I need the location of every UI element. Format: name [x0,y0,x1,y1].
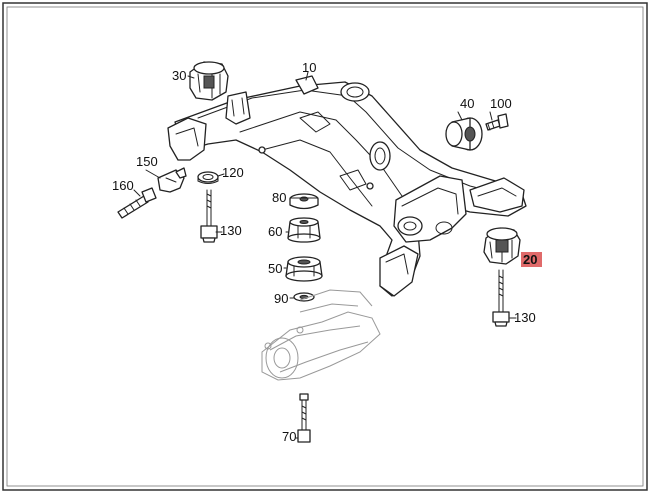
label-90: 90 [274,291,288,306]
inner-border [6,6,644,487]
outer-border [2,2,648,491]
label-10: 10 [302,60,316,75]
label-50: 50 [268,261,282,276]
label-120: 120 [222,165,244,180]
label-130-left: 130 [220,223,242,238]
label-160: 160 [112,178,134,193]
washer-80[interactable] [289,193,319,210]
bushing-60[interactable] [287,217,321,243]
bolt-160[interactable] [117,187,157,219]
bolt-100[interactable] [485,113,509,131]
bushing-50[interactable] [285,256,323,282]
label-70: 70 [282,429,296,444]
bracket-150[interactable] [157,167,187,193]
bushing-40[interactable] [445,117,483,151]
axle-assembly [261,289,381,381]
bolt-130-left[interactable] [200,189,218,243]
callout-labels: 10 20 30 40 50 60 70 80 90 100 120 130 1… [112,60,542,444]
label-100: 100 [490,96,512,111]
mount-20[interactable] [483,227,521,265]
label-20: 20 [523,252,537,267]
label-130-right: 130 [514,310,536,325]
label-40: 40 [460,96,474,111]
mount-30[interactable] [189,61,229,101]
washer-120[interactable] [197,171,219,184]
subframe-10[interactable] [167,75,527,297]
bolt-70[interactable] [297,393,311,443]
label-80: 80 [272,190,286,205]
leader-lines [133,71,517,439]
bolt-130-right[interactable] [492,269,510,327]
label-150: 150 [136,154,158,169]
washer-90[interactable] [293,292,315,302]
label-60: 60 [268,224,282,239]
label-30: 30 [172,68,186,83]
highlight-20 [521,252,542,267]
